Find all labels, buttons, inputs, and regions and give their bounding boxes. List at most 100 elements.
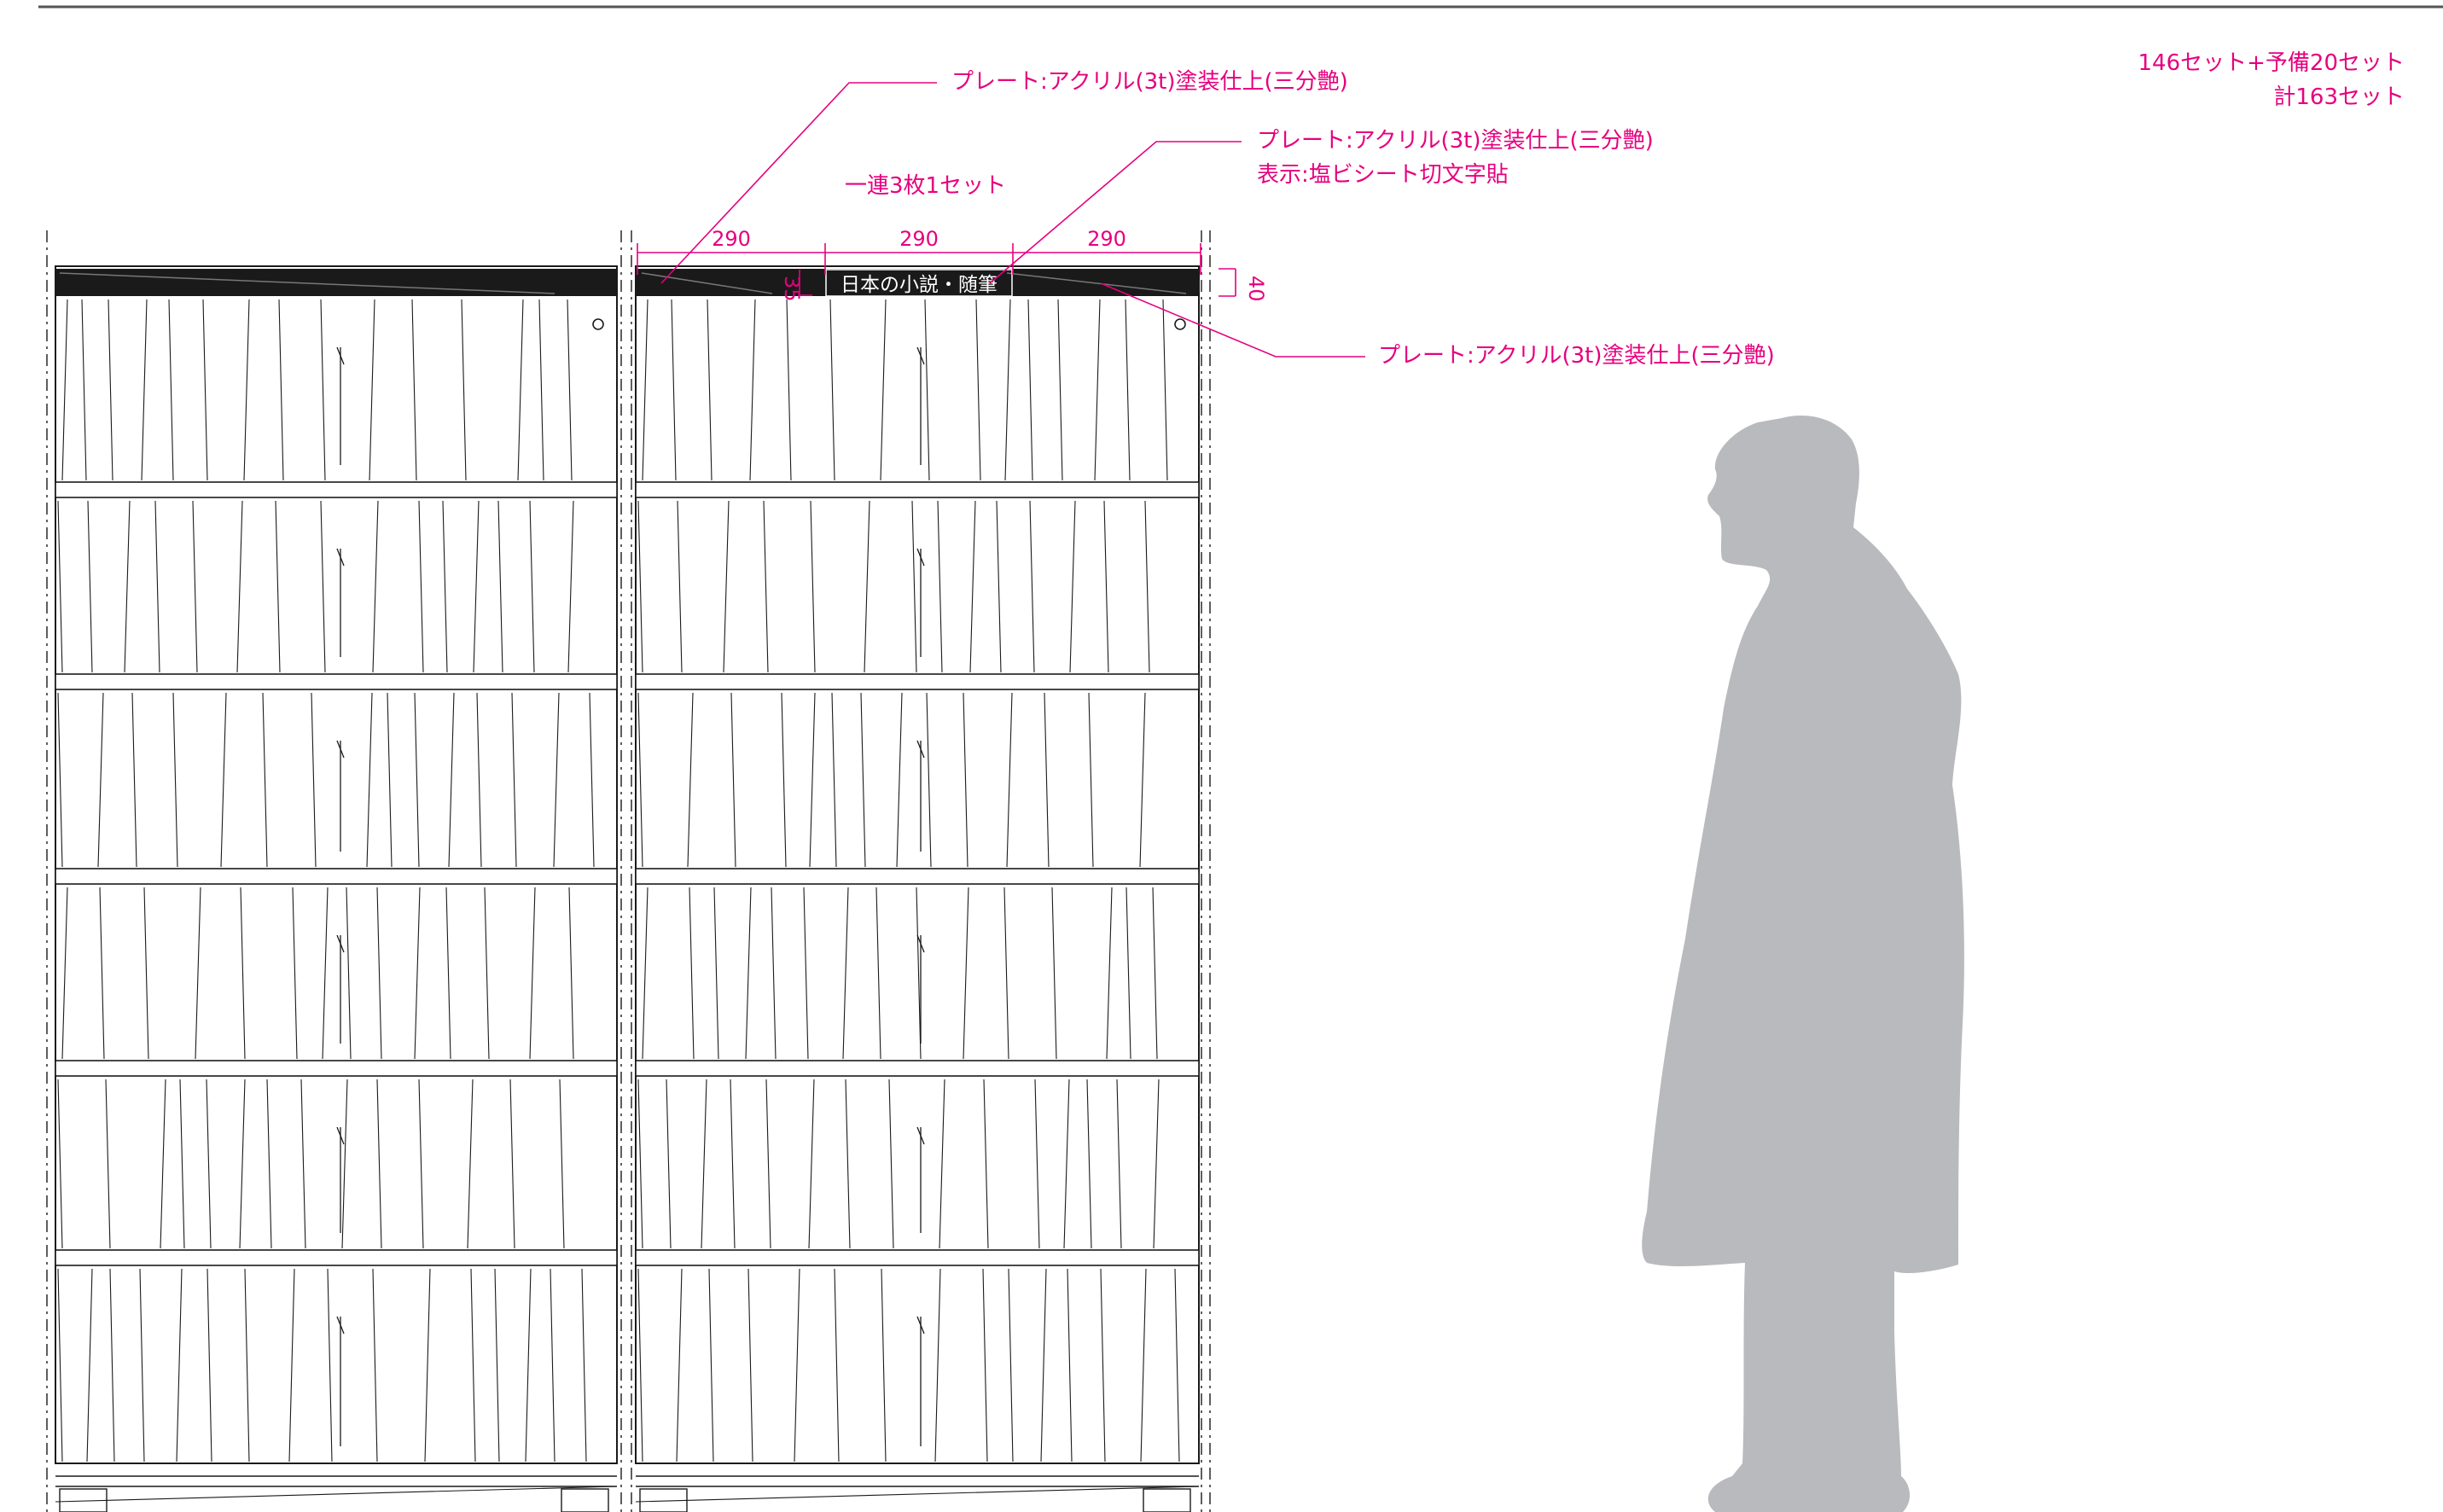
book-spine	[244, 1268, 250, 1463]
book-spine	[366, 692, 373, 868]
book-spine	[168, 299, 174, 481]
book-spine	[831, 692, 837, 868]
book-spine	[730, 692, 736, 868]
book-spine	[57, 500, 63, 673]
book-spine	[206, 1079, 212, 1249]
book-spine	[1063, 1079, 1070, 1249]
book-spine	[1144, 500, 1150, 673]
book-spine	[1008, 1268, 1014, 1463]
book-spine	[346, 887, 352, 1060]
book-spine	[763, 500, 769, 673]
book-spine	[179, 1079, 185, 1249]
book-spine	[288, 1268, 295, 1463]
book-spine	[511, 692, 517, 868]
bookshelf-elevation	[46, 230, 1211, 1512]
book-spine	[1069, 500, 1076, 673]
plate-right-sheen-2	[1006, 272, 1187, 294]
book-spine	[97, 692, 104, 868]
book-spine	[497, 500, 503, 673]
book-spine	[671, 299, 677, 481]
book-spine	[1086, 1079, 1092, 1249]
book-spine	[509, 1079, 515, 1249]
book-spine	[881, 1268, 887, 1463]
book-spine	[1051, 887, 1057, 1060]
book-spine	[888, 1079, 894, 1249]
book-spine	[916, 887, 922, 1060]
book-spine	[567, 500, 574, 673]
note-plate-mid-1: プレート:アクリル(3t)塗装仕上(三分艶)	[1257, 128, 1654, 154]
book-spine	[494, 1268, 500, 1463]
book-spine	[139, 1268, 145, 1463]
shelf-board	[635, 1249, 1200, 1266]
book-spine	[803, 887, 809, 1060]
plate-right-sheen	[641, 272, 773, 294]
shelf-board	[635, 868, 1200, 885]
note-set: 一連3枚1セット	[845, 173, 1006, 199]
book-spine	[87, 500, 93, 673]
book-spine	[1003, 887, 1009, 1060]
book-spine	[786, 299, 792, 481]
book-spine	[529, 500, 535, 673]
book-spine	[99, 887, 105, 1060]
dimension-lines	[637, 243, 1236, 297]
book-spine	[996, 500, 1002, 673]
book-spine	[517, 299, 524, 481]
book-spine	[1125, 299, 1131, 481]
shelf-board	[55, 1249, 618, 1266]
book-spine	[141, 299, 148, 481]
book-spine	[341, 1079, 348, 1249]
book-spine	[637, 1079, 643, 1249]
book-spine	[414, 887, 421, 1060]
plinth-foot	[561, 1488, 609, 1512]
book-spine	[589, 692, 595, 868]
book-spine	[57, 1268, 63, 1463]
book-spine	[81, 299, 87, 481]
book-spine	[1152, 887, 1158, 1060]
book-spine	[689, 887, 695, 1060]
book-spine	[1106, 887, 1113, 1060]
dim-seg-3: 290	[1087, 227, 1126, 251]
plinth-foot	[59, 1488, 108, 1512]
book-spine	[1034, 1079, 1040, 1249]
plinth-foot	[639, 1488, 688, 1512]
book-spine	[934, 1268, 941, 1463]
book-spine	[131, 692, 137, 868]
book-spine	[666, 1079, 672, 1249]
book-spine	[568, 887, 574, 1060]
book-spine	[687, 692, 694, 868]
plate-right	[636, 269, 1199, 296]
note-plate-top: プレート:アクリル(3t)塗装仕上(三分艶)	[951, 69, 1348, 95]
plate-left	[55, 269, 617, 296]
book-spine	[278, 299, 284, 481]
book-spine	[794, 1268, 800, 1463]
book-spine	[550, 1268, 555, 1463]
book-spine	[57, 1079, 63, 1249]
book-spine	[939, 1079, 945, 1249]
book-spine	[176, 1268, 183, 1463]
book-spine	[637, 500, 643, 673]
shelf-board	[635, 481, 1200, 498]
book-spine	[57, 692, 63, 868]
book-spine	[1088, 692, 1094, 868]
book-spine	[195, 887, 201, 1060]
book-spine	[637, 1268, 643, 1463]
book-spine	[1067, 1268, 1073, 1463]
book-spine	[553, 692, 560, 868]
book-spine	[926, 692, 932, 868]
book-spine	[749, 299, 756, 481]
sign-text: 日本の小説・随筆	[841, 274, 998, 296]
book-spine	[266, 1079, 272, 1249]
book-spine	[911, 500, 917, 673]
shelf-board	[55, 673, 618, 690]
book-spine	[860, 692, 866, 868]
book-spine	[1094, 299, 1101, 481]
book-spine	[723, 500, 730, 673]
book-spine	[809, 692, 816, 868]
book-spine	[1057, 299, 1063, 481]
book-spine	[473, 500, 480, 673]
book-spine	[559, 1079, 565, 1249]
book-spine	[834, 1268, 840, 1463]
book-spine	[810, 500, 816, 673]
note-quantity-1: 146セット+予備20セット	[2138, 50, 2405, 76]
